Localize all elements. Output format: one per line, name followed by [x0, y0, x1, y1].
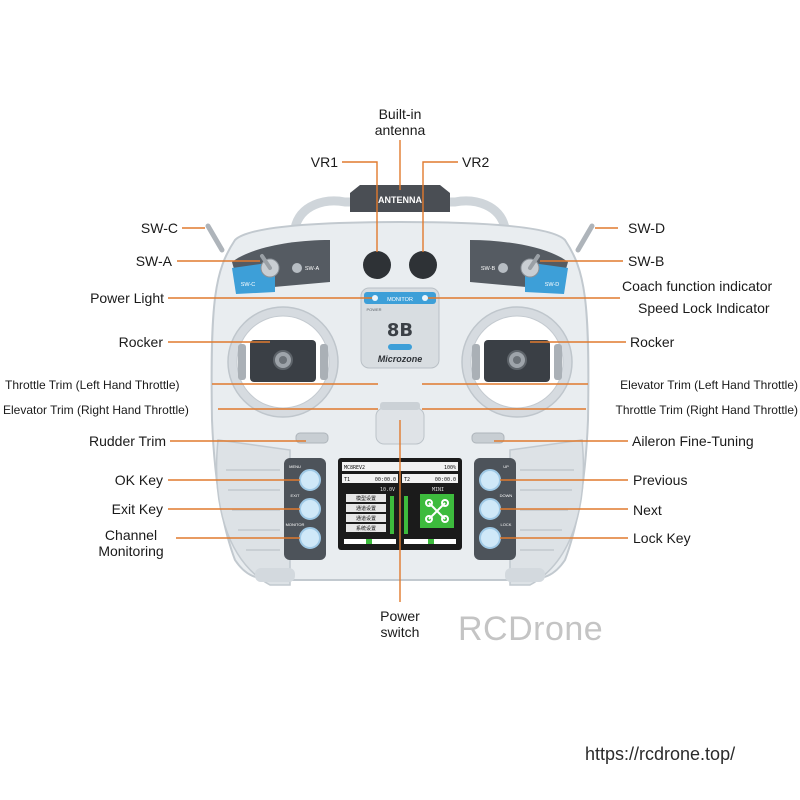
label-coach-function: Coach function indicator — [622, 278, 773, 294]
sw-a-badge: SW-A — [305, 266, 320, 272]
label-next: Next — [633, 502, 662, 518]
sw-b-badge: SW-B — [481, 266, 496, 272]
label-ok-key: OK Key — [114, 472, 163, 488]
label-sw-a: SW-A — [135, 253, 172, 269]
label-rocker-left: Rocker — [118, 334, 163, 350]
monitor-label-text: MONITOR — [387, 297, 413, 303]
watermark-brand: RCDrone — [458, 610, 604, 648]
label-vr2: VR2 — [462, 154, 490, 170]
label-channel-monitoring-line2: Monitoring — [98, 543, 164, 559]
model-number: 8B — [387, 320, 413, 341]
transmitter-body — [205, 185, 595, 586]
label-elevator-trim-left-hand: Elevator Trim (Left Hand Throttle) — [620, 378, 798, 392]
antenna-badge-text: ANTENNA — [378, 195, 422, 205]
screen-voltage: 10.0V — [380, 487, 395, 493]
screen-t2: T2 — [404, 477, 410, 483]
key-label-up: UP — [503, 464, 509, 469]
label-built-in-antenna-line1: Built-in — [378, 106, 422, 122]
label-channel-monitoring: Channel Monitoring — [88, 527, 174, 559]
key-label-menu: MENU — [289, 464, 301, 469]
screen-model-name: MINI — [432, 487, 444, 493]
leader-lines — [168, 140, 628, 602]
screen-t1: T1 — [344, 477, 350, 483]
label-power-switch: Power switch — [360, 608, 440, 640]
key-label-monitor: MONITOR — [286, 522, 305, 527]
label-elevator-trim-right-hand: Elevator Trim (Right Hand Throttle) — [3, 403, 189, 417]
watermark-url: https://rcdrone.top/ — [585, 744, 736, 764]
key-label-exit: EXIT — [291, 493, 300, 498]
label-vr1: VR1 — [310, 154, 338, 170]
label-power-light: Power Light — [90, 290, 164, 306]
screen-title: MC8REV2 — [344, 465, 365, 471]
label-built-in-antenna: Built-in antenna — [350, 106, 450, 138]
screen-menu-item: 系统设置 — [356, 525, 376, 532]
key-label-down: DOWN — [500, 493, 513, 498]
screen-menu-item: 通道设置 — [356, 505, 376, 512]
brand-logo: Microzone — [378, 354, 423, 364]
label-throttle-trim-left: Throttle Trim (Left Hand Throttle) — [5, 378, 180, 392]
power-tag-text: POWER — [366, 307, 381, 312]
label-rudder-trim: Rudder Trim — [88, 433, 166, 449]
screen-menu-item: 模型设置 — [356, 495, 376, 502]
label-throttle-trim-right-hand: Throttle Trim (Right Hand Throttle) — [615, 403, 798, 417]
label-power-switch-line2: switch — [380, 624, 420, 640]
label-sw-d: SW-D — [628, 220, 666, 236]
key-label-lock: LOCK — [501, 522, 512, 527]
sw-d-badge: SW-D — [545, 282, 560, 288]
screen-menu-item: 通道设置 — [356, 515, 376, 522]
label-lock-key: Lock Key — [633, 530, 691, 546]
label-channel-monitoring-line1: Channel — [104, 527, 158, 543]
screen-t2-time: 00:00.0 — [435, 477, 456, 483]
label-aileron-fine-tuning: Aileron Fine-Tuning — [632, 433, 754, 449]
label-power-switch-line1: Power — [380, 608, 420, 624]
label-built-in-antenna-line2: antenna — [374, 122, 426, 138]
screen-battery: 100% — [444, 465, 456, 471]
label-sw-c: SW-C — [140, 220, 178, 236]
label-exit-key: Exit Key — [111, 501, 163, 517]
sw-c-badge: SW-C — [241, 282, 256, 288]
label-rocker-right: Rocker — [630, 334, 675, 350]
label-speed-lock: Speed Lock Indicator — [638, 300, 770, 316]
label-previous: Previous — [633, 472, 688, 488]
screen-t1-time: 00:00.0 — [375, 477, 396, 483]
label-sw-b: SW-B — [628, 253, 665, 269]
